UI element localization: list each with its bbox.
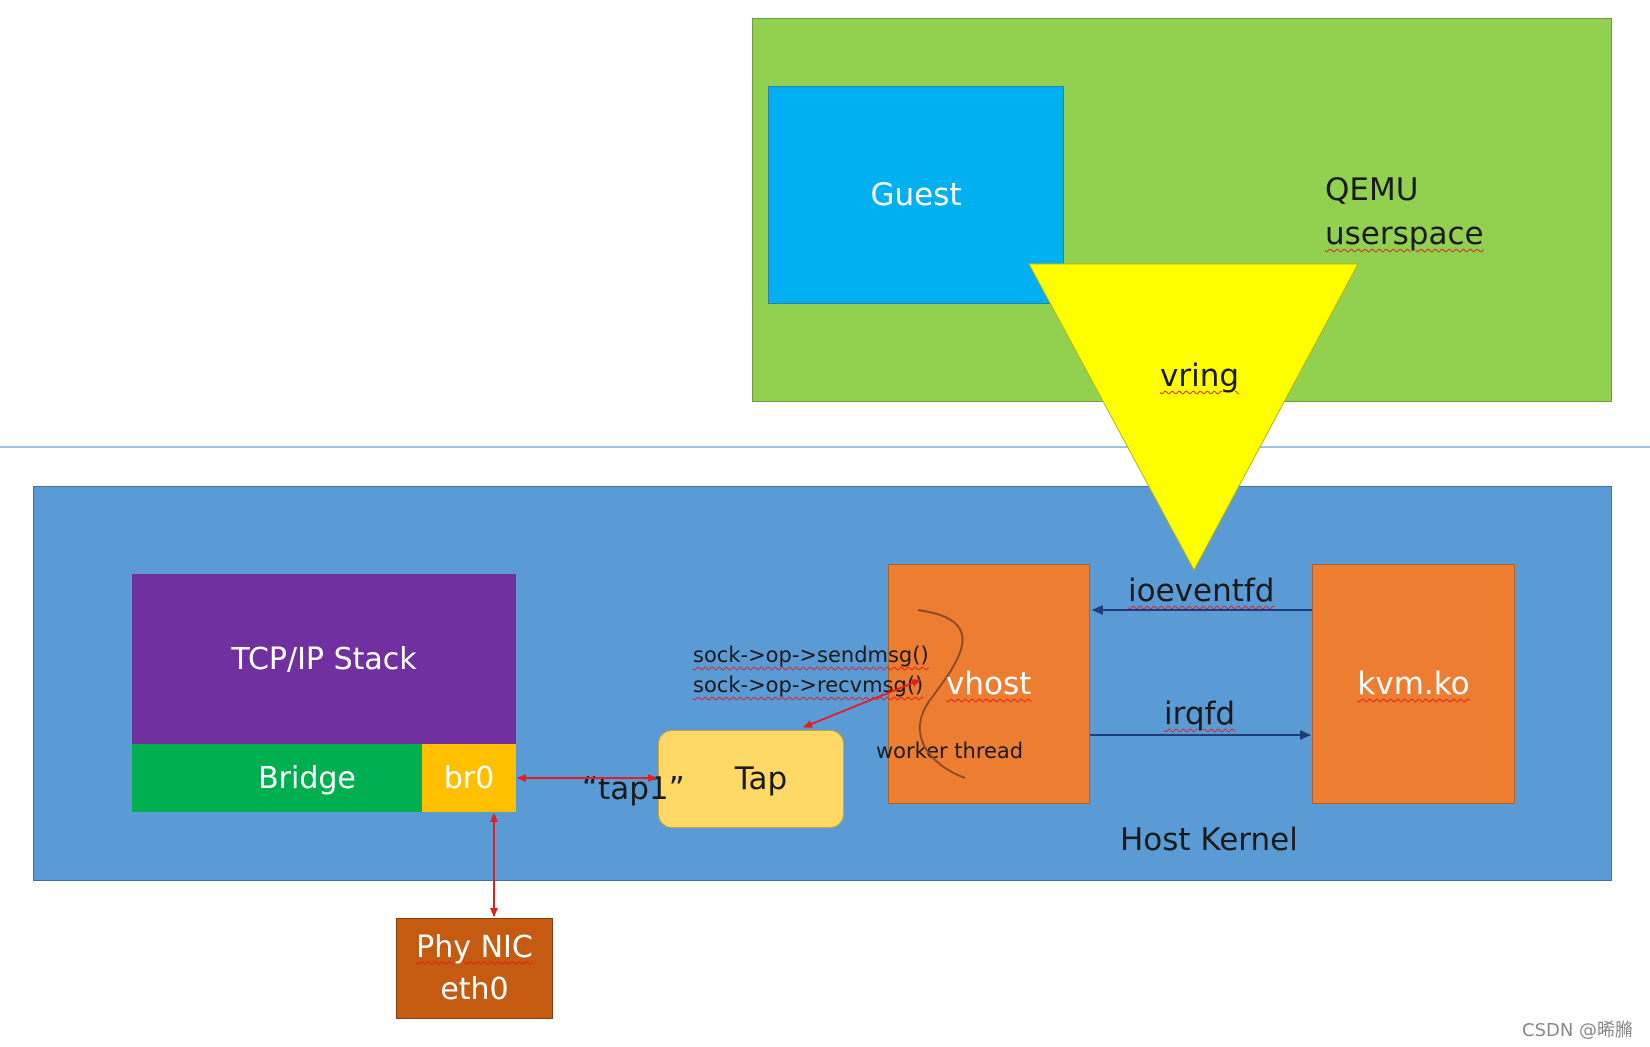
phy-nic-line2: eth0 [440, 971, 509, 1007]
irqfd-label: irqfd [1164, 696, 1236, 732]
vhost-label: vhost [946, 666, 1032, 702]
tcpip-stack-label: TCP/IP Stack [231, 641, 417, 677]
sendmsg-text: sock->op->sendmsg() [693, 643, 929, 667]
kvm-label: kvm.ko [1357, 666, 1470, 702]
host-kernel-label: Host Kernel [1120, 822, 1298, 858]
tcpip-stack-box: TCP/IP Stack [132, 574, 516, 744]
sendmsg-label: sock->op->sendmsg() [693, 643, 929, 667]
kvm-box: kvm.ko [1312, 564, 1515, 804]
qemu-label-line2: userspace [1325, 216, 1484, 252]
qemu-label: QEMU userspace [1325, 168, 1484, 256]
guest-box: Guest [768, 86, 1064, 304]
tap-box: Tap [658, 730, 844, 828]
kernel-userspace-divider [0, 446, 1650, 448]
bridge-box: Bridge [132, 744, 422, 812]
br0-box: br0 [422, 744, 516, 812]
tap-vhost-arrow [803, 679, 921, 728]
watermark: CSDN @晞䐰 [1522, 1020, 1634, 1041]
vring-label: vring [1160, 358, 1240, 394]
vring-triangle [1028, 263, 1359, 572]
worker-thread-curve [917, 609, 966, 779]
phy-nic-box: Phy NIC eth0 [396, 918, 553, 1019]
ioeventfd-label: ioeventfd [1128, 573, 1275, 609]
bridge-label: Bridge [258, 760, 356, 796]
worker-thread-label: worker thread [876, 739, 1024, 763]
guest-label: Guest [870, 177, 962, 213]
br0-label: br0 [443, 760, 495, 796]
phy-nic-line1: Phy NIC [416, 929, 533, 965]
tap-label: Tap [734, 761, 788, 797]
vhost-box [888, 564, 1090, 804]
qemu-label-line1: QEMU [1325, 172, 1419, 208]
